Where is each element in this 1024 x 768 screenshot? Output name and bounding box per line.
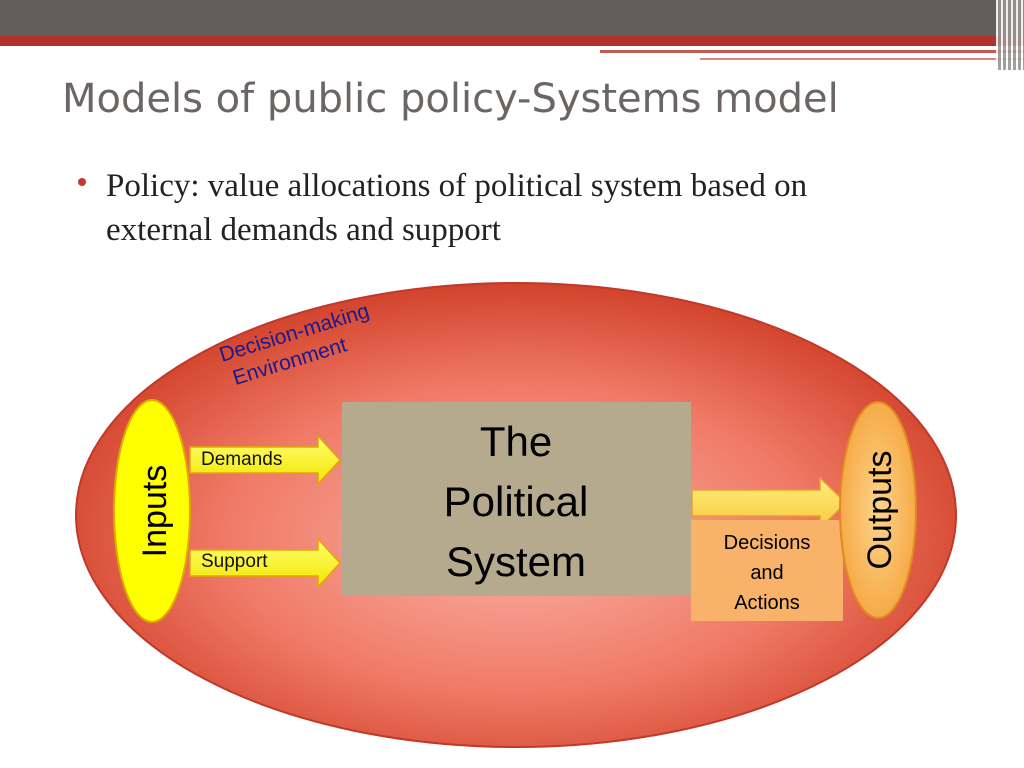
decisions-line1: Decisions (724, 532, 811, 554)
slide-title: Models of public policy-Systems model (62, 76, 839, 122)
outputs-label: Outputs (861, 450, 899, 569)
bullet-icon (78, 178, 86, 186)
support-arrow (189, 537, 342, 589)
inputs-ellipse (113, 399, 191, 623)
political-system-line2: Political (444, 478, 589, 525)
output-arrow (691, 476, 848, 530)
decisions-line2: and (750, 562, 783, 584)
political-system-line3: System (446, 538, 586, 585)
decisions-line3: Actions (734, 592, 800, 614)
inputs-label: Inputs (136, 465, 174, 558)
header-accent-line (600, 50, 1024, 53)
political-system-line1: The (480, 418, 552, 465)
header-vertical-stripes (996, 0, 1024, 70)
political-system-box (342, 402, 691, 596)
header-bar-dark (0, 0, 1024, 36)
demands-label: Demands (201, 449, 282, 470)
outputs-ellipse (839, 401, 917, 619)
bullet-item: Policy: value allocations of political s… (78, 164, 898, 252)
header-bar-red (0, 36, 1024, 46)
header-accent-line-thin (700, 58, 1024, 60)
decisions-box (691, 520, 843, 621)
demands-arrow (189, 434, 342, 486)
support-label: Support (201, 551, 268, 572)
bullet-text: Policy: value allocations of political s… (106, 168, 808, 248)
